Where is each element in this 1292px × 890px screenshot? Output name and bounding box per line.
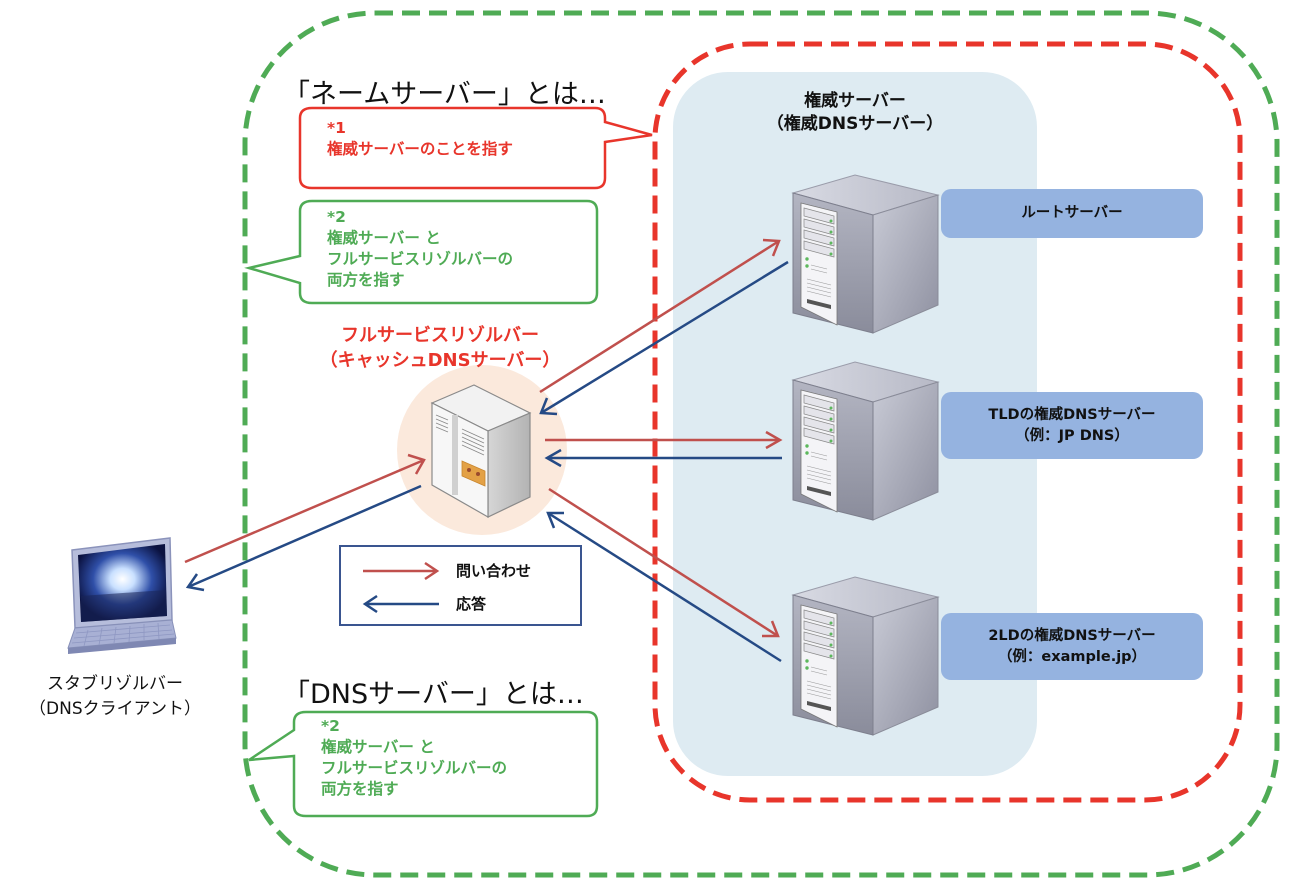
legend-query-arrow-icon	[363, 561, 440, 581]
callout-star2-bottom-bubble	[248, 710, 599, 818]
2ld-server-label-sub: （例：example.jp）	[997, 648, 1147, 665]
tld-server-label-sub: （例：JP DNS）	[1015, 427, 1129, 444]
query-arrow-resolver-to-root	[539, 238, 781, 394]
tld-server-label: TLDの権威DNSサーバー （例：JP DNS）	[941, 392, 1203, 459]
2ld-server-label: 2LDの権威DNSサーバー （例：example.jp）	[941, 613, 1203, 680]
response-arrow-resolver-to-client	[185, 484, 422, 592]
root-server-label-text: ルートサーバー	[1021, 205, 1123, 221]
legend-query-label: 問い合わせ	[456, 562, 532, 580]
arrow-legend: 問い合わせ 応答	[339, 545, 582, 626]
resolver-server-icon	[430, 384, 532, 519]
callout-star1-bubble	[298, 106, 653, 190]
client-label-sub: （DNSクライアント）	[29, 699, 201, 719]
query-arrow-resolver-to-2ld	[548, 487, 780, 638]
callout-star1: *1 権威サーバーのことを指す	[327, 118, 513, 160]
callout-star2-top-bubble	[244, 199, 599, 305]
resolver-title-main: フルサービスリゾルバー	[341, 325, 539, 346]
callout-star2-bottom-line: 権威サーバー と	[321, 738, 435, 756]
callout-star2-top-marker: *2	[327, 208, 346, 226]
callout-star2-bottom-marker: *2	[321, 717, 340, 735]
dns-server-scope-boundary	[242, 10, 1280, 878]
response-arrow-tld-to-resolver	[544, 448, 782, 468]
authoritative-title-sub: （権威DNSサーバー）	[766, 114, 944, 134]
name-server-scope-boundary	[652, 41, 1243, 803]
callout-star1-marker: *1	[327, 119, 346, 137]
resolver-title-sub: （キャッシュDNSサーバー）	[319, 350, 561, 371]
client-label-main: スタブリゾルバー	[47, 674, 183, 694]
callout-star2-bottom: *2 権威サーバー と フルサービスリゾルバーの 両方を指す	[321, 716, 507, 800]
query-arrow-resolver-to-tld	[545, 430, 783, 450]
callout-star2-top-line: 権威サーバー と	[327, 229, 441, 247]
name-server-heading: 「ネームサーバー」とは…	[283, 79, 606, 110]
laptop-icon	[67, 537, 177, 654]
client-label: スタブリゾルバー （DNSクライアント）	[0, 672, 230, 722]
response-arrow-root-to-resolver	[539, 260, 789, 416]
authoritative-title-main: 権威サーバー	[804, 91, 906, 111]
resolver-title: フルサービスリゾルバー （キャッシュDNSサーバー）	[290, 323, 590, 373]
tld-server-label-text: TLDの権威DNSサーバー	[988, 406, 1156, 423]
callout-star2-top: *2 権威サーバー と フルサービスリゾルバーの 両方を指す	[327, 207, 513, 291]
legend-arrows	[362, 561, 440, 614]
authoritative-title: 権威サーバー （権威DNSサーバー）	[673, 90, 1037, 136]
callout-star1-line: 権威サーバーのことを指す	[327, 140, 513, 158]
callout-star2-top-line: 両方を指す	[327, 271, 405, 289]
2ld-server-label-text: 2LDの権威DNSサーバー	[988, 627, 1156, 644]
root-server-label: ルートサーバー	[941, 189, 1203, 238]
legend-response-label: 応答	[456, 595, 487, 613]
query-arrow-client-to-resolver	[184, 453, 426, 564]
callout-star2-bottom-line: 両方を指す	[321, 780, 399, 798]
legend-response-arrow-icon	[362, 594, 439, 614]
callout-star2-bottom-line: フルサービスリゾルバーの	[321, 759, 508, 777]
response-arrow-2ld-to-resolver	[546, 511, 782, 663]
dns-server-heading: 「DNSサーバー」とは…	[283, 679, 584, 710]
callout-star2-top-line: フルサービスリゾルバーの	[327, 250, 514, 268]
